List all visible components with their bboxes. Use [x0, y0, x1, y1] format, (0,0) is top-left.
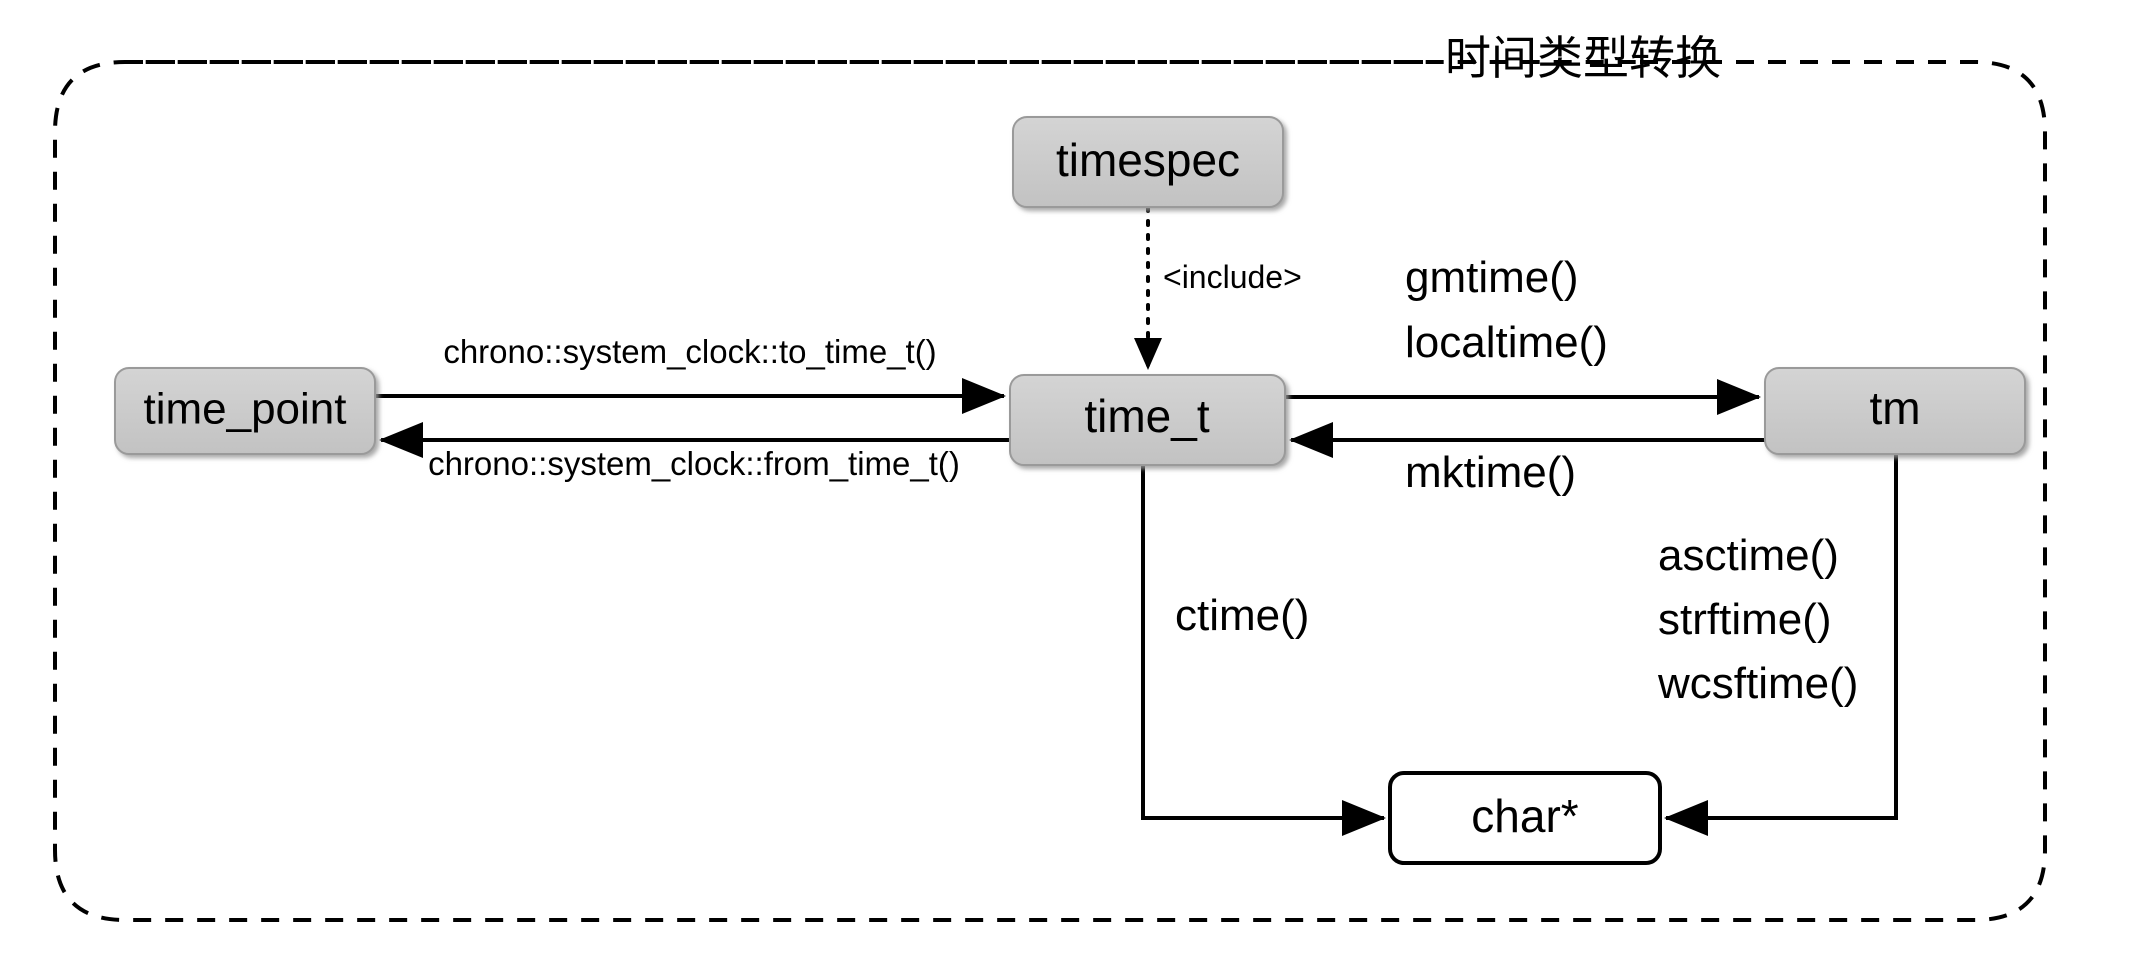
node-char-pointer-box[interactable]: [1388, 771, 1662, 865]
node-time-t-label: time_t: [1084, 390, 1209, 442]
group-title: 时间类型转换: [1445, 32, 1721, 84]
edge-label-from-time-t: chrono::system_clock::from_time_t(): [428, 445, 960, 482]
node-time-t-box[interactable]: [1009, 374, 1286, 466]
node-tm-box[interactable]: [1764, 367, 2026, 455]
node-timespec[interactable]: timespec: [1012, 116, 1284, 208]
edge-label-localtime: localtime(): [1405, 318, 1608, 367]
edge-asctime-strftime-wcsftime: [1664, 454, 1898, 836]
group-container: [53, 60, 2047, 922]
node-char-pointer[interactable]: char*: [1388, 771, 1662, 865]
node-timespec-box[interactable]: [1012, 116, 1284, 208]
edge-label-include: <include>: [1163, 259, 1302, 295]
node-char-pointer-label: char*: [1471, 790, 1578, 842]
edge-label-strftime: strftime(): [1658, 595, 1832, 644]
edge-label-mktime: mktime(): [1405, 448, 1576, 497]
node-time-t[interactable]: time_t: [1009, 374, 1286, 466]
node-time-point-label: time_point: [143, 385, 346, 434]
edge-ctime: [1141, 465, 1386, 836]
edge-label-asctime: asctime(): [1658, 531, 1839, 580]
edge-label-wcsftime: wcsftime(): [1657, 659, 1858, 708]
node-time-point-box[interactable]: [114, 367, 376, 455]
node-time-point[interactable]: time_point: [114, 367, 376, 455]
node-timespec-label: timespec: [1056, 134, 1240, 186]
node-tm-label: tm: [1869, 382, 1920, 434]
edge-label-gmtime: gmtime(): [1405, 253, 1579, 302]
edge-label-to-time-t: chrono::system_clock::to_time_t(): [443, 333, 936, 370]
edge-label-ctime: ctime(): [1175, 591, 1309, 640]
node-tm[interactable]: tm: [1764, 367, 2026, 455]
